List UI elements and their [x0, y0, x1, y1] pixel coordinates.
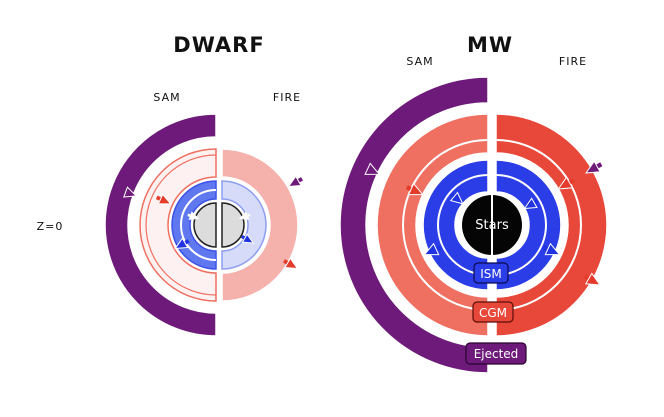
mw-fire-cgm-line	[495, 139, 582, 311]
mw-fire-cgm-in-arrow-head	[557, 176, 574, 190]
cgm-label-bg	[472, 301, 514, 323]
dwarf-fire-stars	[221, 202, 245, 248]
stars-label: Stars	[475, 218, 509, 233]
dwarf-fire-star-arrow	[238, 211, 251, 220]
dwarf-fire-cgm-ring	[221, 148, 299, 302]
mw-fire-cgm-arrow	[583, 272, 601, 286]
dwarf-fire-label: FIRE	[273, 91, 301, 104]
dwarf-sam-stars	[193, 202, 217, 248]
dwarf-sam-ejected-ring	[104, 113, 217, 337]
mw-sam-ism-arrow	[423, 242, 442, 256]
mw-sam-star-arrow-head	[449, 191, 464, 205]
mw-fire-ism-ring	[495, 159, 562, 291]
mw-fire-ism-arrow-head	[544, 242, 561, 256]
dwarf-sam-ism-arrow-head	[174, 237, 189, 250]
mw-sam-ism-line	[437, 174, 489, 276]
dwarf-sam-eject-arrow	[120, 186, 138, 198]
mw-sam-cgm-arrow	[405, 182, 424, 196]
mw-fire-eject-arrow	[585, 160, 603, 174]
dwarf-sam-ism-line	[180, 189, 217, 261]
dwarf-fire-eject-arrow-head	[287, 175, 302, 188]
mw-sam-star-arrow	[449, 191, 464, 205]
mw-sam-eject-arrow	[362, 162, 381, 175]
ism-label-bg	[473, 262, 509, 284]
mw-fire-cgm-in-arrow	[557, 176, 575, 190]
dwarf-sam-star-arrow-head	[188, 211, 200, 220]
dwarf-fire-cgm-arrow-head	[284, 257, 299, 270]
ism-label-text: ISM	[480, 267, 502, 281]
mw-sam-cgm-line	[402, 139, 489, 311]
dwarf-sam-cgm-arrow	[155, 193, 172, 205]
dwarf-fire-ism-arrow	[240, 233, 255, 244]
mw-fire-ism-line	[495, 174, 547, 276]
mw-fire-star-arrow-head	[523, 197, 538, 210]
mw-sam-eject-arrow-head	[364, 162, 381, 175]
dwarf-sam-star-arrow	[187, 211, 200, 220]
mw-sam-ism-arrow-head	[423, 242, 440, 256]
mw-sam-label: SAM	[406, 55, 433, 68]
mw-sam-cgm-arrow-head	[407, 182, 424, 196]
mw-sam-ejected-ring	[339, 76, 489, 374]
ejected-label-box: Ejected	[465, 342, 527, 365]
dwarf-fire-cgm-arrow	[283, 257, 299, 270]
ejected-label-text: Ejected	[474, 347, 519, 361]
stars-label-text: Stars	[475, 218, 509, 233]
dwarf-sam-cgm-inner-edge	[145, 154, 217, 296]
dwarf-fire-eject-arrow	[287, 175, 303, 188]
dwarf-fire-ism-arrow-head	[241, 233, 255, 244]
dwarf-sam-eject-arrow-head	[123, 186, 138, 198]
mw-diagram	[339, 76, 608, 374]
mw-fire-ism-arrow	[542, 242, 561, 256]
dwarf-fire-ism-ring	[221, 180, 267, 270]
dwarf-title: DWARF	[173, 33, 264, 57]
mw-sam-ism-ring	[422, 159, 489, 291]
mw-fire-eject-arrow-head	[585, 160, 601, 174]
mw-sam-cgm-ring	[376, 113, 489, 337]
dwarf-sam-cgm-arrow-head	[157, 193, 172, 205]
cgm-label-box: CGM	[472, 301, 514, 323]
mw-fire-star-arrow	[523, 197, 539, 210]
mw-fire-label: FIRE	[559, 55, 587, 68]
ism-label-box: ISM	[473, 262, 509, 284]
dwarf-sam-ism-arrow	[174, 237, 190, 250]
dwarf-sam-label: SAM	[153, 91, 180, 104]
dwarf-fire-star-arrow-head	[238, 211, 250, 220]
ejected-label-bg	[465, 342, 527, 365]
mw-title: MW	[467, 33, 513, 57]
z0-row-label: Z=0	[37, 220, 64, 233]
mw-fire-cgm-ring	[495, 113, 608, 337]
mw-fire-cgm-arrow-head	[585, 272, 601, 286]
dwarf-diagram	[104, 113, 303, 337]
cgm-label-text: CGM	[479, 306, 507, 320]
